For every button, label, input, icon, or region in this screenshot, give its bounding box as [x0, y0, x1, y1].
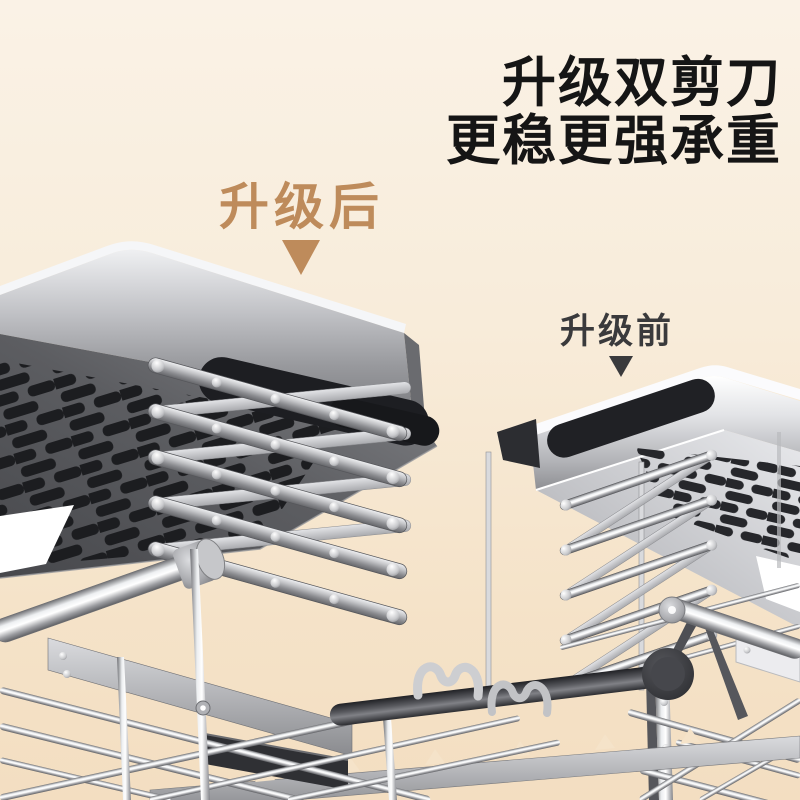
down-triangle-icon — [282, 240, 320, 275]
support-arm — [700, 614, 748, 720]
guide-rails-right — [485, 432, 781, 703]
hanger-clip — [487, 680, 552, 717]
led-panel-right — [756, 556, 800, 612]
mount-notch — [497, 419, 540, 468]
headline: 升级双剪刀 更稳更强承重 — [446, 54, 782, 170]
lift-guide-rod — [190, 549, 210, 800]
led-panel-left — [0, 505, 74, 573]
after-upgrade-label: 升级后 — [219, 179, 384, 235]
headline-line2: 更稳更强承重 — [446, 111, 782, 171]
rack-post — [383, 718, 397, 800]
headline-line1: 升级双剪刀 — [502, 53, 782, 113]
rack-post — [117, 657, 131, 800]
down-triangle-icon — [609, 356, 633, 377]
before-upgrade-label: 升级前 — [560, 312, 675, 351]
rack-left — [0, 538, 694, 800]
hanger-clip — [413, 662, 483, 701]
scissor-slot-right — [547, 378, 715, 458]
